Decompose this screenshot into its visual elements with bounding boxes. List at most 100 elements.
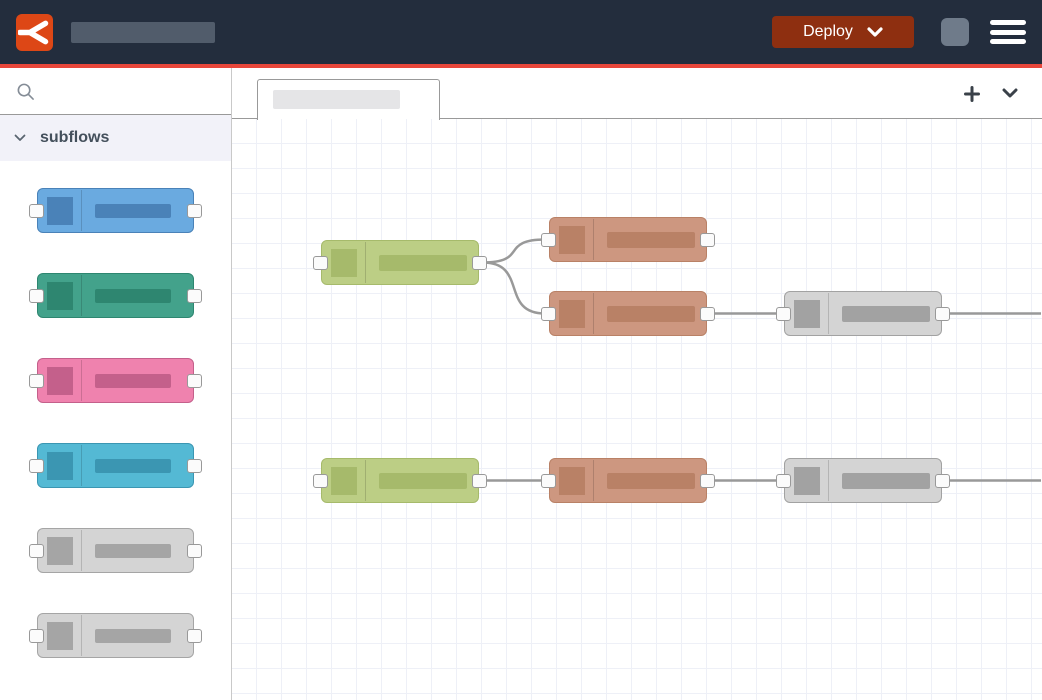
wire-layer [482, 238, 1041, 482]
node-separator [828, 460, 829, 501]
node-output-port[interactable] [187, 628, 202, 643]
node-label-placeholder [607, 231, 695, 248]
node-label-placeholder [379, 472, 467, 489]
app-header: Deploy [0, 0, 1042, 68]
palette-node-cyan[interactable] [29, 443, 202, 488]
node-input-port[interactable] [29, 628, 44, 643]
node-separator [593, 293, 594, 334]
node-output-port[interactable] [935, 473, 950, 488]
palette-sidebar: subflows [0, 68, 232, 700]
node-icon [47, 197, 73, 225]
node-input-port[interactable] [541, 473, 556, 488]
node-label-placeholder [95, 373, 171, 388]
app-title-placeholder [71, 21, 215, 43]
node-label-placeholder [607, 472, 695, 489]
deploy-chevron-down-icon[interactable] [867, 26, 883, 38]
palette-node-gray-2[interactable] [29, 613, 202, 658]
node-icon [331, 249, 357, 277]
node-icon [47, 367, 73, 395]
palette-node-blue[interactable] [29, 188, 202, 233]
flow-node-green-2[interactable] [313, 458, 487, 503]
node-label-placeholder [607, 305, 695, 322]
palette-category-label: subflows [40, 129, 110, 146]
node-label-placeholder [95, 458, 171, 473]
flow-node-salmon-3[interactable] [541, 458, 715, 503]
node-icon [47, 622, 73, 650]
tab-actions [962, 68, 1020, 119]
node-output-port[interactable] [472, 473, 487, 488]
flow-tab[interactable] [257, 79, 440, 120]
node-label-placeholder [95, 543, 171, 558]
node-separator [365, 242, 366, 283]
node-icon [47, 452, 73, 480]
node-input-port[interactable] [29, 458, 44, 473]
deploy-button[interactable]: Deploy [772, 16, 914, 48]
wire[interactable] [482, 238, 546, 264]
hamburger-bar [990, 29, 1026, 35]
node-icon [559, 467, 585, 495]
node-label-placeholder [95, 203, 171, 218]
node-icon [794, 300, 820, 328]
hamburger-bar [990, 20, 1026, 25]
deploy-button-label: Deploy [803, 23, 853, 40]
node-red-logo-glyph [18, 20, 49, 44]
node-label-placeholder [842, 472, 930, 489]
palette-search[interactable] [0, 68, 231, 115]
chevron-down-icon [1002, 88, 1018, 98]
palette-node-green[interactable] [29, 273, 202, 318]
node-icon [331, 467, 357, 495]
node-input-port[interactable] [776, 306, 791, 321]
node-output-port[interactable] [700, 232, 715, 247]
node-input-port[interactable] [541, 232, 556, 247]
node-output-port[interactable] [187, 543, 202, 558]
node-input-port[interactable] [313, 473, 328, 488]
node-output-port[interactable] [472, 255, 487, 270]
node-input-port[interactable] [776, 473, 791, 488]
node-input-port[interactable] [29, 203, 44, 218]
user-avatar[interactable] [941, 18, 969, 46]
flow-node-gray-1[interactable] [776, 291, 950, 336]
node-separator [81, 445, 82, 486]
node-input-port[interactable] [29, 373, 44, 388]
flow-node-green-1[interactable] [313, 240, 487, 285]
node-output-port[interactable] [935, 306, 950, 321]
node-output-port[interactable] [187, 288, 202, 303]
hamburger-menu-icon[interactable] [990, 20, 1026, 44]
node-label-placeholder [379, 254, 467, 271]
flow-node-salmon-2[interactable] [541, 291, 715, 336]
palette-node-list [0, 161, 231, 700]
node-separator [365, 460, 366, 501]
palette-node-pink[interactable] [29, 358, 202, 403]
palette-category-subflows[interactable]: subflows [0, 115, 231, 161]
flow-node-gray-2[interactable] [776, 458, 950, 503]
palette-node-gray-1[interactable] [29, 528, 202, 573]
flow-canvas[interactable] [232, 119, 1042, 700]
node-icon [559, 226, 585, 254]
node-separator [593, 219, 594, 260]
wire[interactable] [482, 261, 546, 315]
add-flow-button[interactable] [962, 84, 982, 104]
node-icon [47, 282, 73, 310]
workspace-tab-bar [232, 68, 1042, 120]
node-separator [81, 275, 82, 316]
node-output-port[interactable] [187, 203, 202, 218]
node-output-port[interactable] [187, 458, 202, 473]
node-output-port[interactable] [700, 306, 715, 321]
node-separator [81, 530, 82, 571]
node-input-port[interactable] [29, 288, 44, 303]
flow-list-button[interactable] [1000, 86, 1020, 101]
flow-node-salmon-1[interactable] [541, 217, 715, 262]
node-input-port[interactable] [541, 306, 556, 321]
node-input-port[interactable] [313, 255, 328, 270]
node-red-logo-icon[interactable] [16, 13, 53, 51]
node-icon [47, 537, 73, 565]
node-separator [81, 360, 82, 401]
node-label-placeholder [842, 305, 930, 322]
hamburger-bar [990, 39, 1026, 44]
node-output-port[interactable] [700, 473, 715, 488]
node-input-port[interactable] [29, 543, 44, 558]
node-output-port[interactable] [187, 373, 202, 388]
node-label-placeholder [95, 628, 171, 643]
plus-icon [964, 85, 980, 102]
node-label-placeholder [95, 288, 171, 303]
